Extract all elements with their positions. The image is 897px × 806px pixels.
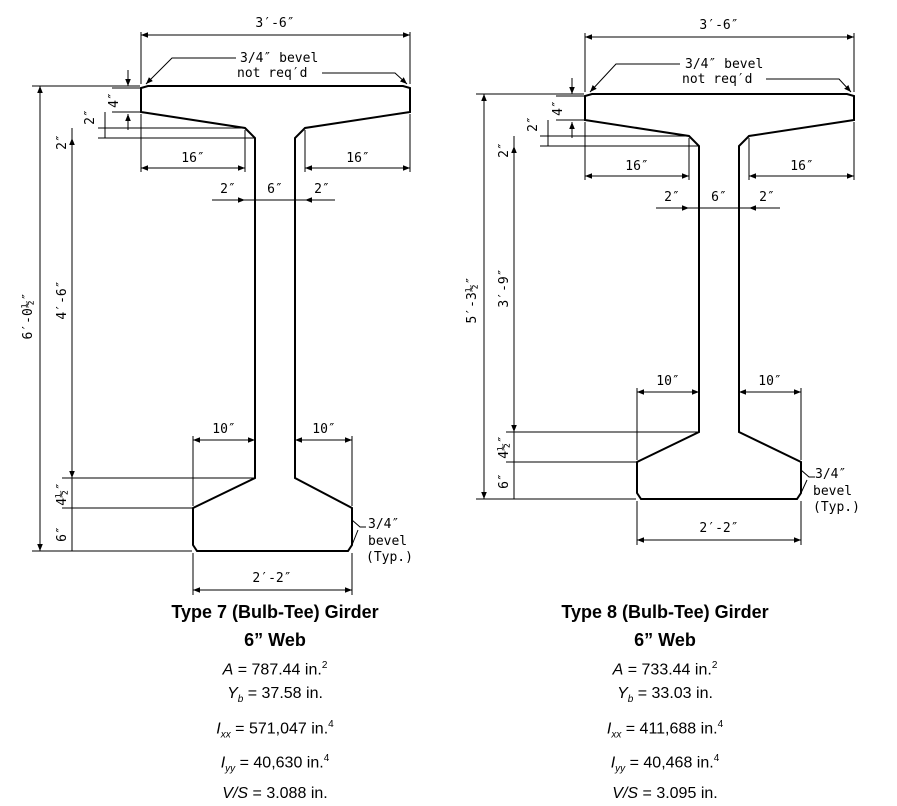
type7-top-width: 3′-6″ — [255, 16, 294, 31]
type7-bottom-bevel-3: (Typ.) — [366, 550, 413, 565]
type7-bottom-width: 2′-2″ — [252, 571, 291, 586]
type7-bevel-note-1: 3/4″ bevel — [240, 51, 318, 66]
type7-flange-16-right: 16″ — [346, 151, 369, 166]
type7-flange-2a: 2″ — [83, 109, 98, 125]
type7-vs: V/S = 3.088 in. — [222, 784, 328, 802]
type7-web-2-right: 2″ — [314, 182, 330, 197]
type7-flange-2b: 2″ — [55, 134, 70, 150]
type7-area: A = 787.44 in.2 — [222, 660, 328, 679]
type7-subtitle: 6” Web — [244, 630, 306, 650]
type8-ixx: Ixx = 411,688 in.4 — [606, 718, 724, 741]
type8-web-height: 3′-9″ — [497, 268, 512, 307]
type7-title: Type 7 (Bulb-Tee) Girder — [171, 602, 379, 622]
type7-flange-16-left: 16″ — [181, 151, 204, 166]
type7-caption: Type 7 (Bulb-Tee) Girder 6” Web A = 787.… — [60, 598, 490, 806]
type8-total-height: 5′-3½″ — [465, 277, 480, 324]
type8-bottom-6: 6″ — [497, 473, 512, 489]
type8-bevel-note-2: not req′d — [682, 72, 752, 87]
type7-bottom-10-right: 10″ — [312, 422, 335, 437]
type7-bottom-bevel-1: 3/4″ — [368, 517, 399, 532]
type7-web-height: 4′-6″ — [55, 280, 70, 319]
type7-girder-section: 3′-6″ 3/4″ bevel not req′d 4″ 2″ 2″ 16″ … — [21, 16, 413, 595]
type8-bottom-bevel-3: (Typ.) — [813, 500, 860, 515]
type7-bevel-note-2: not req′d — [237, 66, 307, 81]
type8-web-2-left: 2″ — [664, 190, 680, 205]
type8-bottom-10-left: 10″ — [656, 374, 679, 389]
type8-top-width: 3′-6″ — [699, 18, 738, 33]
type8-bottom-bevel-1: 3/4″ — [815, 467, 846, 482]
type8-subtitle: 6” Web — [634, 630, 696, 650]
type8-flange-4: 4″ — [551, 100, 566, 116]
type8-area: A = 733.44 in.2 — [612, 660, 718, 679]
type8-girder-section: 3′-6″ 3/4″ bevel not req′d 4″ 2″ 2″ 16″ … — [465, 18, 860, 545]
type8-web-6: 6″ — [711, 190, 727, 205]
type7-bottom-bevel-2: bevel — [368, 534, 407, 549]
type7-yb: Yb = 37.58 in. — [227, 685, 323, 706]
type8-vs: V/S = 3.095 in. — [612, 784, 718, 802]
type8-flange-16-left: 16″ — [625, 159, 648, 174]
type7-iyy: Iyy = 40,630 in.4 — [220, 753, 330, 775]
type8-title: Type 8 (Bulb-Tee) Girder — [561, 602, 769, 622]
type8-flange-16-right: 16″ — [790, 159, 813, 174]
type8-flange-2b: 2″ — [497, 142, 512, 158]
type8-web-2-right: 2″ — [759, 190, 775, 205]
type7-flange-4: 4″ — [107, 92, 122, 108]
type8-flange-2a: 2″ — [526, 116, 541, 132]
type8-outline — [584, 93, 855, 500]
type8-bevel-note-1: 3/4″ bevel — [685, 57, 763, 72]
type7-bottom-4half: 4½″ — [55, 482, 70, 505]
type8-bottom-4half: 4½″ — [497, 435, 512, 458]
type7-bottom-6: 6″ — [55, 526, 70, 542]
type8-bottom-width: 2′-2″ — [699, 521, 738, 536]
type8-bottom-10-right: 10″ — [758, 374, 781, 389]
type7-web-6: 6″ — [267, 182, 283, 197]
type8-yb: Yb = 33.03 in. — [617, 685, 713, 706]
type8-caption: Type 8 (Bulb-Tee) Girder 6” Web A = 733.… — [450, 598, 880, 806]
type7-total-height: 6′-0½″ — [21, 293, 36, 340]
type8-iyy: Iyy = 40,468 in.4 — [610, 753, 720, 775]
type7-bottom-10-left: 10″ — [212, 422, 235, 437]
type7-ixx: Ixx = 571,047 in.4 — [216, 718, 334, 741]
type8-bottom-bevel-2: bevel — [813, 484, 852, 499]
type7-web-2-left: 2″ — [220, 182, 236, 197]
